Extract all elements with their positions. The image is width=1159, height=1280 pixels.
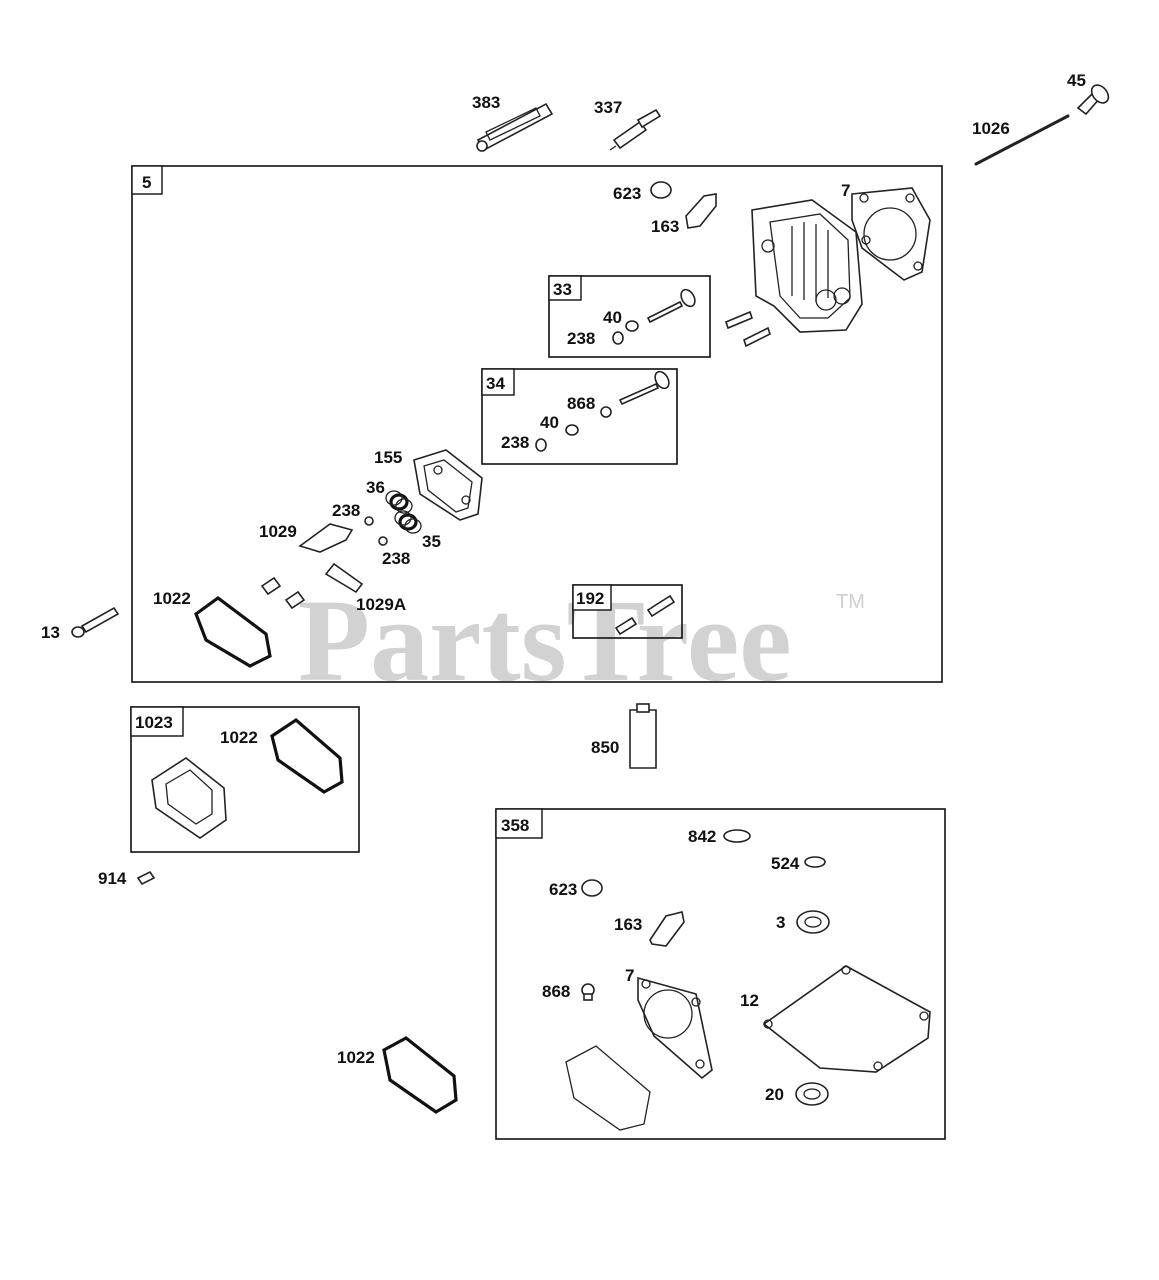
callout-40-a: 40 [603, 308, 622, 327]
callout-20: 20 [765, 1085, 784, 1104]
callout-163-kit: 163 [614, 915, 642, 934]
callout-3: 3 [776, 913, 785, 932]
callout-1022-c: 1022 [337, 1048, 375, 1067]
part-155-rocker-base [413, 449, 483, 521]
callout-40-b: 40 [540, 413, 559, 432]
callout-45: 45 [1067, 71, 1086, 90]
part-1023-rocker-cover [151, 757, 227, 839]
callout-1022-b: 1022 [220, 728, 258, 747]
tag-1023-label: 1023 [135, 713, 173, 732]
part-7-head-gasket-kit [637, 976, 713, 1080]
tag-5: 5 [131, 165, 163, 195]
watermark-text: PartsTree [298, 575, 792, 706]
part-33-valve [612, 288, 696, 345]
part-1022-gasket-a [194, 596, 272, 668]
tag-192-label: 192 [576, 589, 604, 608]
part-cylinder-head [751, 199, 863, 333]
part-192-bolts [614, 594, 676, 636]
part-36-spring [385, 490, 413, 514]
tag-34-label: 34 [486, 374, 505, 393]
frame-1023 [130, 706, 360, 853]
part-337-spark-plug [609, 108, 662, 151]
part-35-spring [394, 510, 422, 534]
part-45-cap [1076, 84, 1110, 116]
callout-524: 524 [771, 854, 800, 873]
frame-34 [481, 368, 678, 465]
callout-7-top: 7 [841, 181, 850, 200]
tag-1023: 1023 [130, 706, 184, 737]
callout-623-top: 623 [613, 184, 641, 203]
part-868-fitting [581, 983, 595, 1001]
callout-1022-a: 1022 [153, 589, 191, 608]
part-stud-a [260, 576, 282, 596]
part-1029-rocker [298, 523, 354, 553]
callout-36: 36 [366, 478, 385, 497]
callout-238-d: 238 [382, 549, 410, 568]
callout-238-c: 238 [332, 501, 360, 520]
tag-33-label: 33 [553, 280, 572, 299]
part-studs [725, 310, 771, 348]
part-1022-gasket-b [270, 717, 344, 794]
callout-35: 35 [422, 532, 441, 551]
frame-5 [131, 165, 943, 683]
part-20-seal [795, 1082, 829, 1106]
part-623-o-ring-top [650, 181, 672, 199]
callout-868-b: 868 [542, 982, 570, 1001]
part-34-valve [535, 370, 670, 452]
callout-337: 337 [594, 98, 622, 117]
tag-34: 34 [481, 368, 515, 396]
part-623-o-ring-kit [581, 879, 603, 897]
tag-358-label: 358 [501, 816, 529, 835]
frame-192 [572, 584, 683, 639]
tag-33: 33 [548, 275, 582, 301]
callout-383: 383 [472, 93, 500, 112]
callout-842: 842 [688, 827, 716, 846]
callout-13: 13 [41, 623, 60, 642]
tag-192: 192 [572, 584, 612, 611]
tag-358: 358 [495, 808, 543, 839]
callout-7-kit: 7 [625, 966, 634, 985]
part-7-head-gasket-top [851, 187, 931, 281]
callout-238-a: 238 [567, 329, 595, 348]
watermark: PartsTree TM [298, 575, 865, 706]
part-163-gasket-kit [649, 911, 685, 947]
callout-1029: 1029 [259, 522, 297, 541]
part-1026-push-rod [974, 114, 1070, 166]
part-238-keeper-a [364, 516, 374, 526]
tag-5-label: 5 [142, 173, 151, 192]
callout-163-top: 163 [651, 217, 679, 236]
part-1022-gasket-c [382, 1036, 458, 1114]
part-3-seal [796, 910, 830, 934]
watermark-tm: TM [836, 591, 865, 613]
callout-1029A: 1029A [356, 595, 406, 614]
part-163-gasket-top [685, 193, 717, 229]
frame-358 [495, 808, 946, 1140]
callouts: 383 337 45 1026 623 163 7 40 238 868 40 … [41, 71, 1086, 1104]
callout-238-b: 238 [501, 433, 529, 452]
part-1029A-rocker [324, 562, 364, 594]
part-850-sealant [629, 703, 657, 769]
part-12-crankcase-gasket [762, 965, 931, 1073]
callout-1026: 1026 [972, 119, 1010, 138]
part-842-o-ring [723, 829, 751, 843]
part-524-o-ring [804, 856, 826, 868]
callout-850: 850 [591, 738, 619, 757]
part-238-keeper-b [378, 536, 388, 546]
part-914-screw [136, 870, 156, 886]
callout-155: 155 [374, 448, 402, 467]
callout-868-a: 868 [567, 394, 595, 413]
part-rocker-gasket-kit [565, 1045, 651, 1131]
frame-33 [548, 275, 711, 358]
callout-914: 914 [98, 869, 127, 888]
callout-12: 12 [740, 991, 759, 1010]
part-13-bolt [71, 606, 120, 638]
part-stud-b [284, 590, 306, 610]
callout-623-kit: 623 [549, 880, 577, 899]
part-383-tool [476, 102, 554, 152]
